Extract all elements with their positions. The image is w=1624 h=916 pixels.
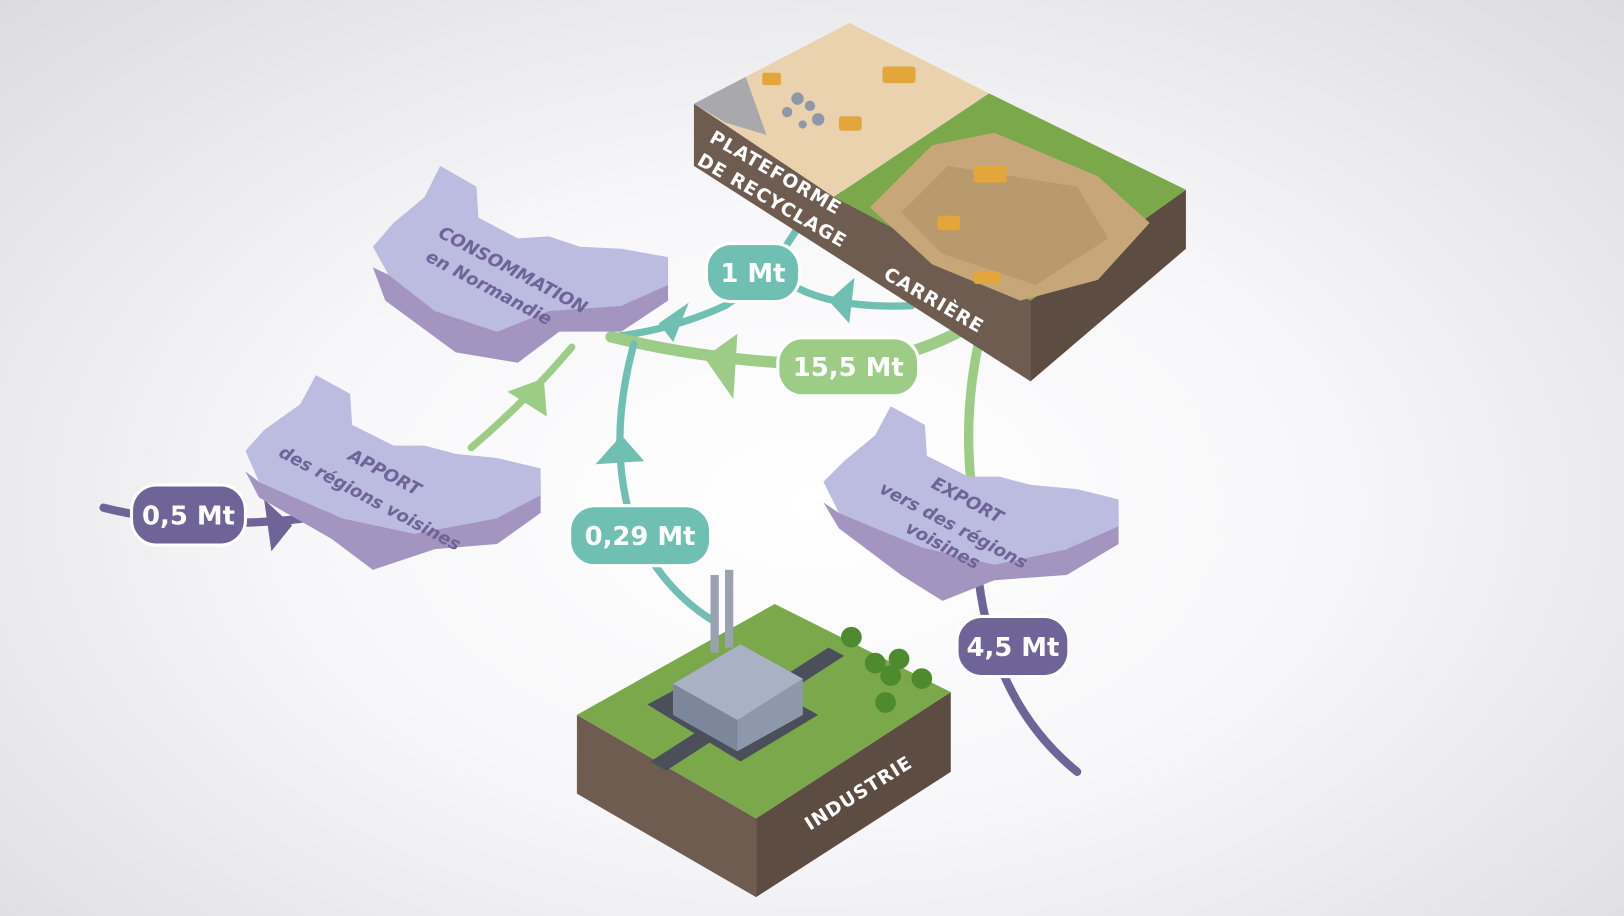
flow-line-industrie [616,340,719,626]
region-export: EXPORT vers des régions voisines [823,406,1119,601]
flow-badge-export: 4,5 Mt [955,614,1071,679]
arrow-icon [595,435,645,465]
flow-badge-industrie: 0,29 Mt [568,504,713,568]
industrie-block: INDUSTRIE [576,569,951,898]
arrow-icon [704,333,738,399]
flow-value: 15,5 Mt [793,353,904,383]
recyclage-carriere-block: PLATEFORME DE RECYCLAGE CARRIÈRE [694,23,1186,382]
region-apport: APPORT des régions voisines [245,375,541,570]
flow-badge-recyclage: 1 Mt [704,242,802,304]
flow-line-export-purple [974,576,1082,776]
flow-value: 0,5 Mt [142,501,235,531]
factory-icon [673,569,803,752]
flow-value: 4,5 Mt [966,633,1059,663]
arrow-icon [507,378,547,417]
arrow-icon [658,302,689,342]
flow-value: 0,29 Mt [585,522,696,552]
truck-icon [762,66,1007,284]
flow-badge-carriere: 15,5 Mt [776,336,921,398]
flow-value: 1 Mt [720,259,785,289]
arrow-icon [828,277,855,324]
tree-icon [841,626,933,713]
flow-badge-apport: 0,5 Mt [129,483,248,547]
flow-line-export-green [963,337,984,492]
rocks-icon [781,92,825,129]
arrow-icon [264,499,293,552]
region-consommation: CONSOMMATION en Normandie [372,165,669,363]
